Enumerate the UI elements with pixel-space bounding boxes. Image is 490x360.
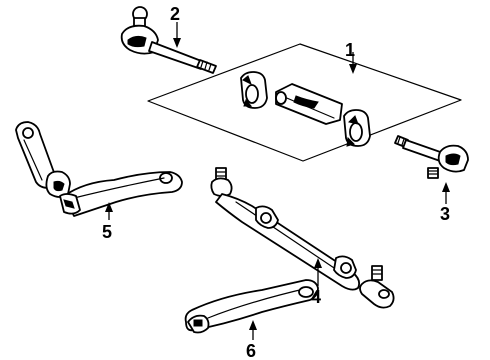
callout-label-1: 1 bbox=[345, 40, 355, 60]
callout-6: 6 bbox=[246, 320, 257, 360]
callout-2: 2 bbox=[170, 4, 181, 48]
callout-label-5: 5 bbox=[102, 222, 112, 242]
callout-5: 5 bbox=[102, 202, 113, 242]
callout-3: 3 bbox=[440, 182, 450, 224]
adjusting-sleeve bbox=[275, 83, 343, 125]
outer-tie-rod-end bbox=[120, 6, 217, 74]
callout-label-2: 2 bbox=[170, 4, 180, 24]
inner-tie-rod-end bbox=[394, 135, 469, 179]
callout-4: 4 bbox=[311, 258, 322, 307]
callout-label-6: 6 bbox=[246, 341, 256, 360]
callout-1: 1 bbox=[345, 40, 357, 74]
callout-label-4: 4 bbox=[311, 287, 321, 307]
pitman-arm bbox=[184, 279, 319, 334]
idler-arm bbox=[15, 121, 183, 217]
sleeve-clamp-right bbox=[343, 109, 371, 147]
repair-kit-tray bbox=[147, 43, 462, 162]
center-link bbox=[210, 167, 395, 309]
adjusting-sleeve-kit bbox=[240, 71, 371, 147]
sleeve-clamp-left bbox=[240, 71, 268, 109]
callout-label-3: 3 bbox=[440, 204, 450, 224]
